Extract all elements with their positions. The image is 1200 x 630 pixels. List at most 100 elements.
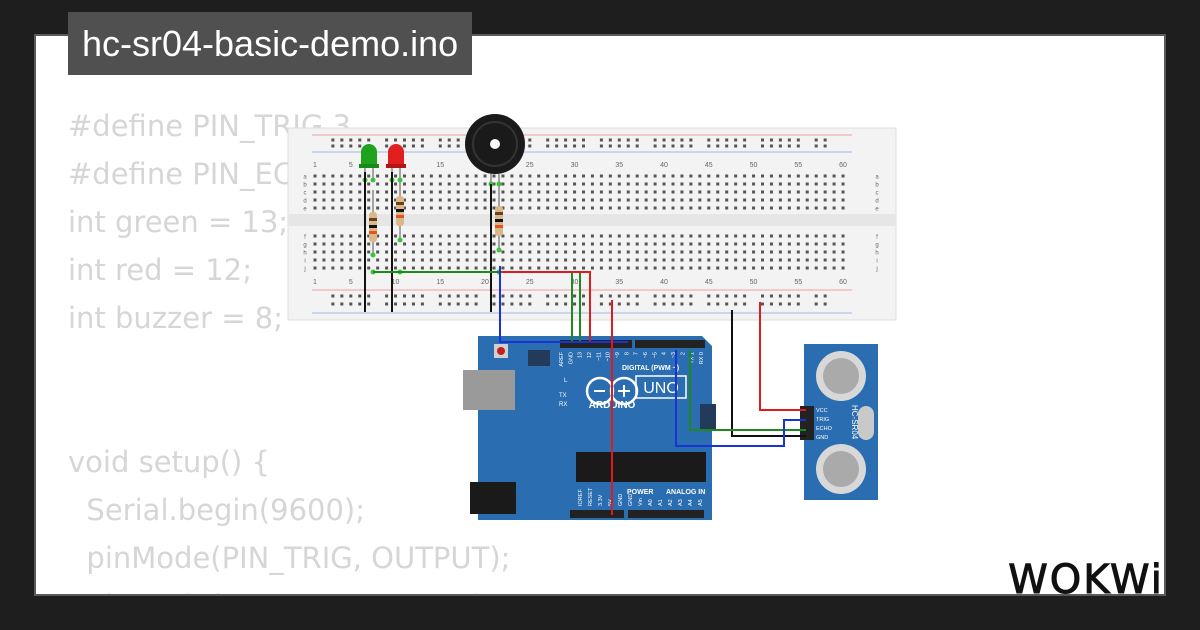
wokwi-logo[interactable]: WOKWi <box>996 549 1176 614</box>
breadboard-row-label: c <box>876 191 879 197</box>
breadboard-row-label: e <box>303 207 307 213</box>
arduino-pin-label: 8 <box>624 352 630 355</box>
usb-port <box>463 370 515 410</box>
arduino-pin-label: Vin <box>638 498 644 506</box>
breadboard-row-label: e <box>875 207 879 213</box>
code-line: void setup() { <box>68 445 270 479</box>
breadboard-column-label: 5 <box>349 279 353 286</box>
arduino-pin-label: A5 <box>698 499 704 506</box>
breadboard-row-label: j <box>875 267 877 273</box>
arduino-pin-label: A0 <box>648 499 654 506</box>
l-led-label: L <box>564 378 568 384</box>
breadboard-row-label: g <box>303 243 306 249</box>
arduino-pin-label: 13 <box>578 352 584 358</box>
arduino-pin-label: 2 <box>680 352 686 355</box>
breadboard-column-label: 40 <box>660 162 668 169</box>
breadboard-row-label: c <box>304 191 307 197</box>
arduino-pin-label: ~3 <box>671 352 677 358</box>
microcontroller-chip <box>576 452 706 482</box>
arduino-pin-label: 12 <box>587 352 593 358</box>
breadboard-column-label: 10 <box>392 279 400 286</box>
wokwi-logo-text: WOKWi <box>1008 557 1164 603</box>
breadboard-column-label: 15 <box>436 279 444 286</box>
breadboard-row-label: h <box>303 251 306 257</box>
arduino-pin-label: IOREF <box>578 489 584 506</box>
breadboard-column-label: 15 <box>436 162 444 169</box>
breadboard-column-label: 50 <box>750 279 758 286</box>
breadboard-row-label: h <box>875 251 878 257</box>
arduino-pin-label: AREF <box>559 351 565 366</box>
breadboard-row-label: d <box>303 199 306 205</box>
arduino-pin-label: ~9 <box>615 352 621 358</box>
arduino-pin-label: 3.3V <box>598 494 604 506</box>
arduino-pin-label: A3 <box>678 499 684 506</box>
breadboard-column-label: 35 <box>615 162 623 169</box>
arduino-pin-label: 4 <box>662 352 668 355</box>
arduino-pin-label: ~11 <box>596 352 602 361</box>
breadboard-column-label: 25 <box>526 162 534 169</box>
resistor-green <box>369 190 377 255</box>
arduino-pin-label: RX 0 <box>699 352 705 364</box>
resistor-buzzer <box>495 184 503 250</box>
breadboard-row-label: i <box>304 259 305 265</box>
power-label: POWER <box>627 489 653 496</box>
breadboard-holes <box>313 138 845 306</box>
code-line: pinMode(PIN_TRIG, OUTPUT); <box>68 541 511 575</box>
breadboard-row-label: b <box>875 183 879 189</box>
breadboard-column-label: 30 <box>571 162 579 169</box>
buzzer[interactable] <box>465 114 525 184</box>
arduino-pin-label: ~6 <box>643 352 649 358</box>
sensor-model-label: HC-SR04 <box>850 405 859 440</box>
breadboard-column-label: 45 <box>705 162 713 169</box>
breadboard-row-label: d <box>875 199 878 205</box>
arduino-pin-label: 7 <box>634 352 640 355</box>
analog-label: ANALOG IN <box>666 489 705 496</box>
sensor-pin-label: VCC <box>816 408 828 414</box>
breadboard-column-label: 35 <box>615 279 623 286</box>
arduino-pin-label: TX 1 <box>690 352 696 364</box>
power-jack <box>470 482 516 514</box>
arduino-pin-label: ~5 <box>652 352 658 358</box>
breadboard-column-label: 60 <box>839 279 847 286</box>
breadboard-column-label: 20 <box>481 279 489 286</box>
breadboard-row-label: g <box>875 243 878 249</box>
breadboard-column-label: 60 <box>839 162 847 169</box>
code-line: int red = 12; <box>68 253 252 287</box>
rx-led-label: RX <box>559 402 567 408</box>
arduino-pin-label: A4 <box>688 499 694 506</box>
sensor-pin-label: TRIG <box>816 417 829 423</box>
breadboard-column-label: 45 <box>705 279 713 286</box>
on-led-label: ON <box>716 394 725 400</box>
code-line: int green = 13; <box>68 205 289 239</box>
project-title[interactable]: hc-sr04-basic-demo.ino <box>68 12 473 75</box>
code-line: int buzzer = 8; <box>68 301 283 335</box>
resistor-red <box>396 180 404 240</box>
breadboard-column-label: 55 <box>794 162 802 169</box>
arduino-uno-label: UNO <box>643 380 679 397</box>
breadboard-column-label: 30 <box>571 279 579 286</box>
breadboard-column-label: 40 <box>660 279 668 286</box>
sensor-pin-label: ECHO <box>816 426 833 432</box>
wokwi-logo-mark: WOKWi <box>1008 557 1164 604</box>
arduino-pin-label: GND <box>568 352 574 364</box>
breadboard-column-label: 1 <box>313 279 317 286</box>
breadboard-column-label: 50 <box>750 162 758 169</box>
wires <box>364 172 806 515</box>
breadboard-row-label: i <box>876 259 877 265</box>
tx-led-label: TX <box>559 393 567 399</box>
breadboard-column-label: 5 <box>349 162 353 169</box>
arduino-pin-label: A2 <box>668 499 674 506</box>
digital-label: DIGITAL (PWM ~) <box>622 365 679 372</box>
breadboard-row-label: a <box>303 175 307 181</box>
breadboard-row-label: f <box>876 235 878 241</box>
breadboard-row-label: a <box>875 175 879 181</box>
arduino-pin-label: GND <box>618 494 624 506</box>
arduino-uno[interactable]: UNO ARDUINO DIGITAL (PWM ~) POWER ANALOG… <box>463 336 725 520</box>
